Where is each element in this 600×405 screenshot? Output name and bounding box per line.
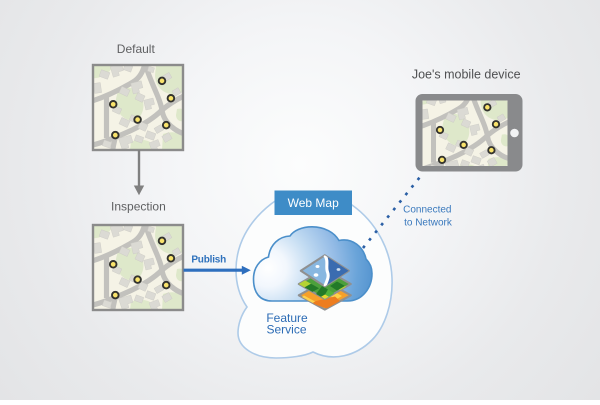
svg-text:Connected: Connected (403, 205, 451, 216)
svg-text:Web Map: Web Map (288, 196, 339, 210)
svg-text:Feature: Feature (266, 311, 308, 325)
svg-text:Joe's mobile device: Joe's mobile device (412, 68, 521, 82)
svg-text:to Network: to Network (404, 218, 453, 229)
svg-text:Service: Service (266, 323, 306, 337)
svg-text:Publish: Publish (191, 255, 226, 266)
svg-text:Inspection: Inspection (111, 200, 166, 214)
svg-text:Default: Default (117, 42, 156, 56)
